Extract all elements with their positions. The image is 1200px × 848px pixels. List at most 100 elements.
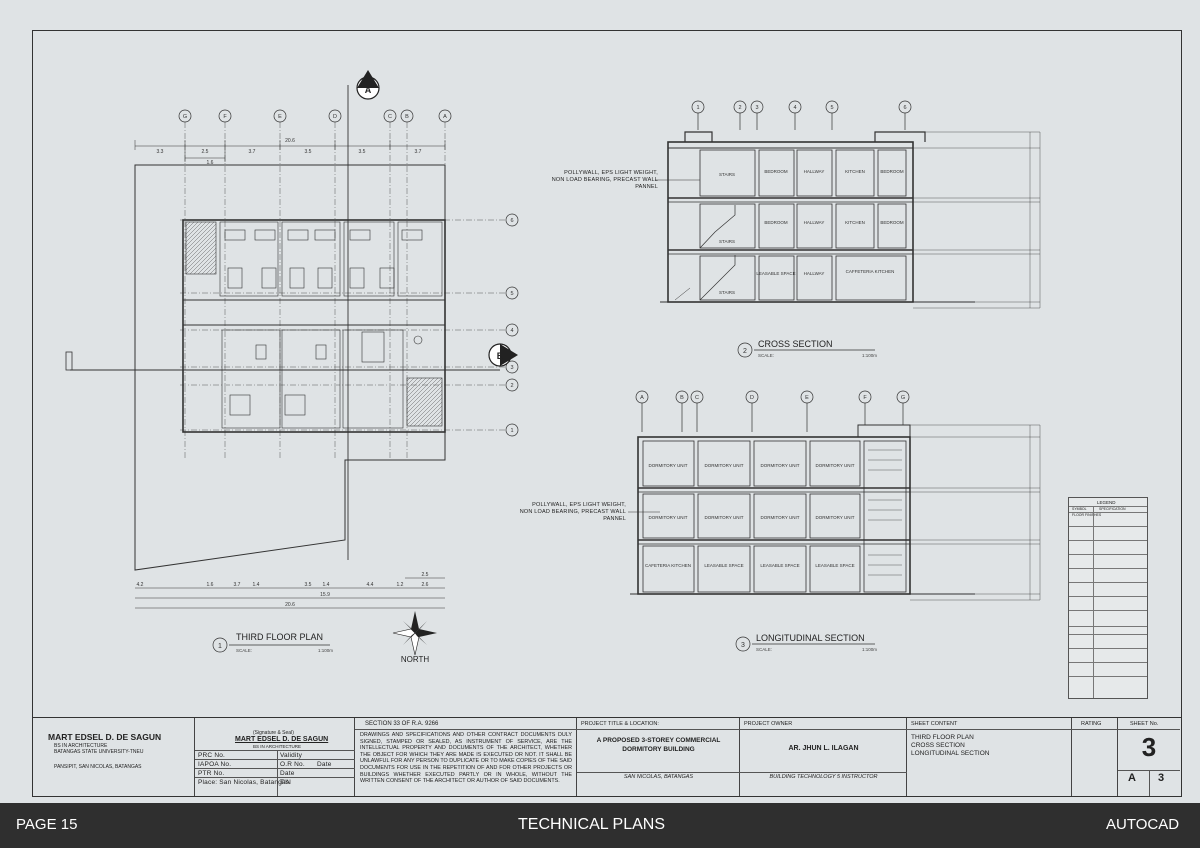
owner-label: PROJECT OWNER (744, 721, 793, 727)
dim-bot-0: 4.2 (137, 582, 144, 588)
content-cell: SHEET CONTENT THIRD FLOOR PLAN CROSS SEC… (907, 718, 1072, 796)
page-footer: PAGE 15 TECHNICAL PLANS AUTOCAD (0, 803, 1200, 848)
title-block: MART EDSEL D. DE SAGUN BS IN ARCHITECTUR… (32, 717, 1182, 797)
long-room: DORMITORY UNIT (815, 515, 854, 520)
sheet-label: SHEET No. (1130, 721, 1159, 727)
designer-degree: BS IN ARCHITECTURE (54, 743, 108, 749)
long-room-labels: DORMITORY UNIT DORMITORY UNIT DORMITORY … (645, 463, 855, 568)
cross-col-5: 5 (830, 105, 833, 111)
legend-panel: LEGEND SYMBOL SPECIFICATION FLOOR FINISH… (1068, 497, 1148, 699)
section-marker-b: B (488, 343, 518, 367)
svg-text:LONGITUDINAL SECTION: LONGITUDINAL SECTION (756, 633, 865, 643)
signature-cell: (Signature & Seal) MART EDSEL D. DE SAGU… (195, 718, 355, 796)
cross-room: BEDROOM (764, 220, 788, 225)
cross-room: STAIRS (719, 172, 735, 177)
dim-top-sub: 1.6 (207, 160, 214, 166)
place-label: Place: San Nicolas, Batangas (198, 779, 290, 786)
dim-bot-2: 3.7 (234, 582, 241, 588)
dim-bot-7: 1.2 (397, 582, 404, 588)
plan-row-4: 4 (510, 328, 513, 334)
dim-bot-4: 3.5 (305, 582, 312, 588)
cross-room-labels: STAIRS BEDROOM HALLWAY KITCHEN BEDROOM S… (719, 169, 904, 295)
long-room: DORMITORY UNIT (648, 463, 687, 468)
svg-text:1:100m: 1:100m (318, 648, 333, 653)
sheet-number: 3 (1141, 732, 1157, 762)
long-col-c: C (695, 395, 699, 401)
cross-col-2: 2 (738, 105, 741, 111)
long-col-g: G (901, 395, 905, 401)
sheet-prefix: A (1128, 772, 1136, 784)
signature-caption: (Signature & Seal) (253, 730, 294, 736)
plan-grid-labels: G F E D C B A 6 5 4 3 2 1 (183, 114, 514, 434)
footer-software: AUTOCAD (1106, 816, 1180, 833)
dim-top-0: 3.3 (157, 149, 164, 155)
long-room: DORMITORY UNIT (704, 463, 743, 468)
plan-dimensions-bottom (135, 577, 445, 609)
dim-bot-5: 1.4 (323, 582, 330, 588)
footer-title: TECHNICAL PLANS (518, 816, 665, 833)
designer-cell: MART EDSEL D. DE SAGUN BS IN ARCHITECTUR… (32, 718, 195, 796)
ptr-no-label: PTR No. (198, 770, 225, 777)
long-col-d: D (750, 395, 754, 401)
date1-label: Date (317, 761, 332, 768)
svg-text:THIRD FLOOR PLAN: THIRD FLOOR PLAN (236, 632, 323, 642)
long-room: LEASABLE SPACE (815, 563, 854, 568)
north-arrow-icon (392, 611, 437, 656)
cross-col-1: 1 (696, 105, 699, 111)
rating-cell: RATING (1072, 718, 1118, 796)
long-col-b: B (680, 395, 684, 401)
content-label: SHEET CONTENT (911, 721, 958, 727)
drawing-canvas: G F E D C B A 6 5 4 3 2 1 20.6 3.3 2.5 3… (65, 70, 1041, 664)
svg-text:2: 2 (743, 348, 747, 355)
legal-cell: SECTION 33 OF R.A. 9266 DRAWINGS AND SPE… (355, 718, 577, 796)
legend-spec-header: SPECIFICATION (1099, 507, 1126, 511)
owner-cell: PROJECT OWNER AR. JHUN L. ILAGAN BUILDIN… (740, 718, 907, 796)
prc-no-label: PRC No. (198, 752, 226, 759)
plan-col-b: B (405, 114, 409, 120)
long-room: DORMITORY UNIT (815, 463, 854, 468)
svg-text:SCALE:: SCALE: (236, 648, 252, 653)
dim-top-1: 2.5 (202, 149, 209, 155)
svg-text:1:100m: 1:100m (862, 647, 877, 652)
long-col-e: E (805, 395, 809, 401)
cross-room: BEDROOM (880, 220, 904, 225)
cross-room: BEDROOM (764, 169, 788, 174)
owner-role: BUILDING TECHNOLOGY 5 INSTRUCTOR (769, 774, 878, 780)
long-room: DORMITORY UNIT (648, 515, 687, 520)
legend-floor-header: FLOOR FINISHES (1072, 513, 1102, 517)
long-section-labels: A B C D E F G (640, 395, 905, 401)
long-col-f: F (863, 395, 867, 401)
plan-row-3: 3 (510, 365, 513, 371)
svg-text:A: A (365, 85, 372, 95)
cross-room: CAFFETERIA KITCHEN (846, 269, 895, 274)
svg-text:B: B (497, 351, 504, 361)
page-number: PAGE 15 (16, 816, 78, 833)
designer-address: PANSIPIT, SAN NICOLAS, BATANGAS (54, 764, 142, 770)
cross-room: STAIRS (719, 239, 735, 244)
long-room: CAFETERIA KITCHEN (645, 563, 691, 568)
stairs-lower (406, 377, 443, 427)
legend-divider (1093, 506, 1094, 698)
dim-top-4: 3.5 (359, 149, 366, 155)
sheet-number-small: 3 (1158, 772, 1165, 784)
cross-col-4: 4 (793, 105, 796, 111)
section-marker-a: A (356, 70, 380, 100)
svg-text:CROSS SECTION: CROSS SECTION (758, 339, 833, 349)
cross-room: BEDROOM (880, 169, 904, 174)
content-item-3: LONGITUDINAL SECTION (911, 750, 990, 757)
long-room: DORMITORY UNIT (704, 515, 743, 520)
dim-bot-3: 1.4 (253, 582, 260, 588)
signer-degree: BS IN ARCHITECTURE (253, 744, 302, 749)
project-title: A PROPOSED 3-STOREY COMMERCIAL DORMITORY… (596, 737, 721, 753)
legal-text: DRAWINGS AND SPECIFICATIONS AND OTHER CO… (360, 732, 572, 785)
cross-section-title: 2 CROSS SECTION SCALE: 1:100m (737, 339, 877, 358)
long-section-title: 3 LONGITUDINAL SECTION SCALE: 1:100m (735, 633, 877, 652)
tin-label: TIN (280, 779, 292, 786)
designer-school: BATANGAS STATE UNIVERSITY-TNEU (54, 749, 144, 755)
plan-row-2: 2 (510, 383, 513, 389)
building-outline (182, 219, 446, 433)
cross-col-3: 3 (755, 105, 758, 111)
date2-label: Date (280, 770, 295, 777)
longitudinal-section (628, 390, 1041, 601)
long-room: DORMITORY UNIT (760, 463, 799, 468)
